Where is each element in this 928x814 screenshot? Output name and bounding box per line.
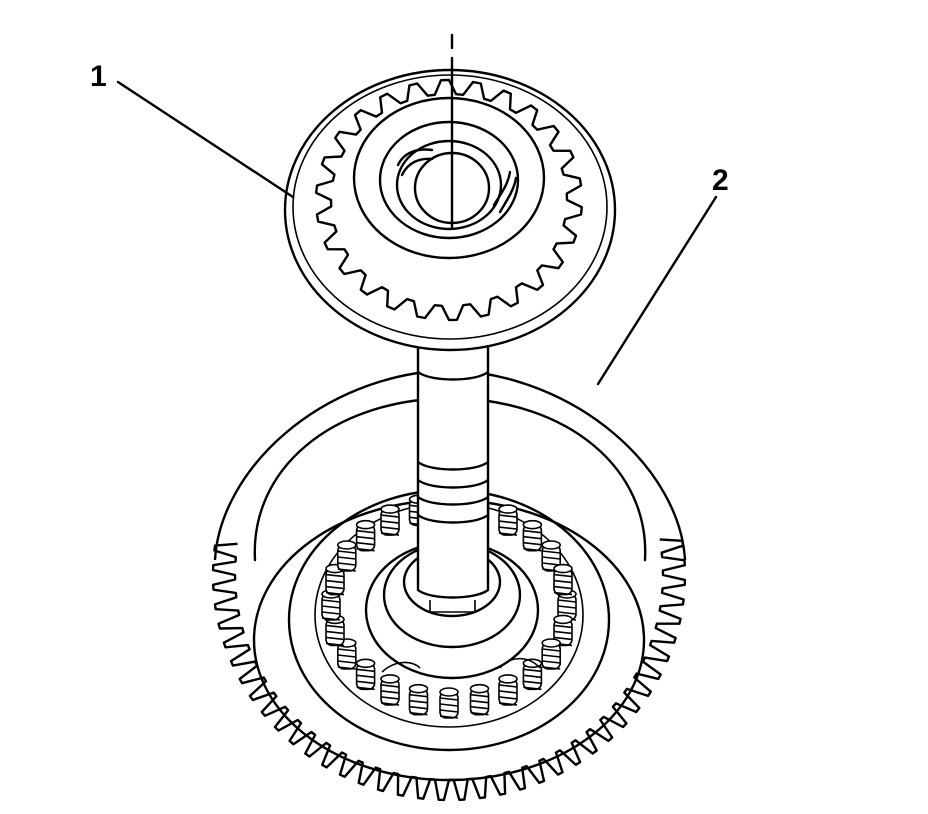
shaft-groove-1 [416,460,490,471]
splined-hub-assembly [283,68,617,352]
return-spring [541,540,562,572]
return-spring [553,614,573,647]
hub-flange-inner [292,74,608,340]
shaft-body [416,328,490,599]
return-spring [355,519,376,552]
hub-notch [381,657,541,673]
callout-2: 2 [596,164,729,386]
callout-2-label: 2 [712,164,729,197]
return-spring [553,563,573,596]
shaft-groove-2 [416,478,490,489]
return-spring [380,504,400,536]
callout-2-leader [596,195,718,386]
input-shaft [416,328,490,599]
return-spring [336,638,357,670]
return-spring [336,540,357,572]
hub-face-inner [378,120,520,240]
return-spring [522,519,543,552]
return-spring [522,658,543,691]
return-spring [355,658,376,691]
return-springs-group [321,491,577,719]
callout-1-leader [116,80,295,199]
callout-1-label: 1 [90,60,107,93]
return-spring [541,638,562,670]
return-spring [408,683,429,716]
oil-slot-left [396,148,434,177]
shaft-groove-3 [416,495,490,506]
hub-collar-slot [429,600,476,613]
shaft-top-band [416,370,490,381]
callout-1: 1 [90,60,295,199]
return-spring [325,614,345,647]
return-spring [498,674,518,706]
return-spring [439,687,459,719]
return-spring [380,674,400,706]
return-spring [469,683,490,716]
shaft-groove-4 [416,513,490,524]
return-spring [498,504,518,536]
oil-slot-right [492,170,518,214]
